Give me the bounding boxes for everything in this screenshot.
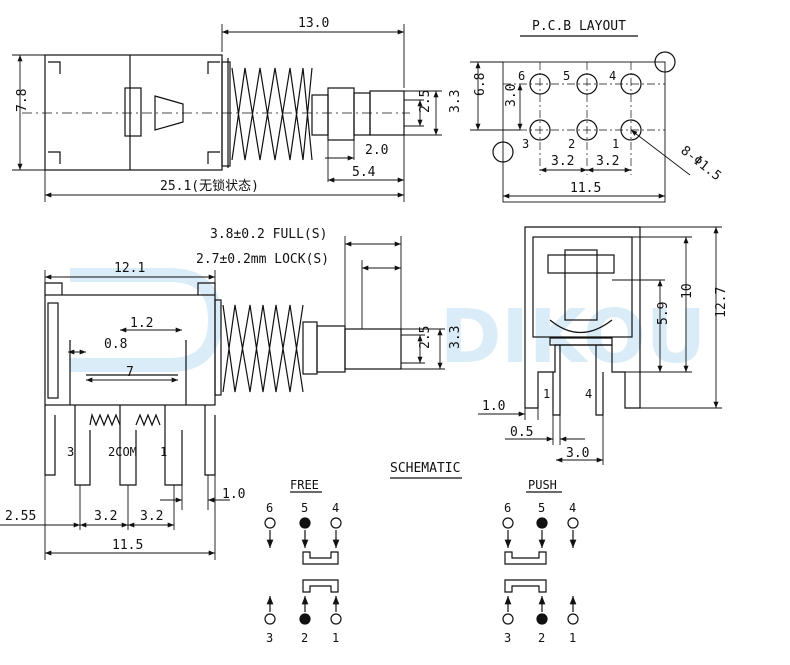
side-dim-5-9: 5.9 [656, 302, 671, 325]
free-pin-6: 6 [266, 501, 273, 515]
front-dim-b: 0.8 [104, 337, 127, 352]
top-view-switch [22, 54, 410, 171]
dim-stem-len: 5.4 [352, 165, 376, 180]
pcb-dim-pitch-left: 3.2 [551, 154, 574, 169]
front-dim-stem-inner: 2.5 [418, 326, 433, 349]
push-pin-3: 3 [504, 631, 511, 645]
front-dim-offset: 2.55 [5, 509, 36, 524]
front-dim-pitch-b: 3.2 [140, 509, 163, 524]
dim-stem-inner: 2.5 [418, 90, 433, 113]
pcb-dim-width: 11.5 [570, 181, 601, 196]
free-pin-4: 4 [332, 501, 339, 515]
dim-travel-lock: 2.7±0.2mm LOCK(S) [196, 252, 329, 267]
side-view-dimensions [478, 226, 722, 465]
schematic-title: SCHEMATIC [390, 461, 460, 476]
pcb-dim-holes: 8-Φ1.5 [678, 143, 724, 184]
push-pin-6: 6 [504, 501, 511, 515]
pcb-mount-hole [492, 141, 514, 163]
pcb-hole [576, 119, 598, 141]
side-pin-1: 1 [543, 387, 550, 401]
front-dim-c: 7 [126, 365, 134, 380]
front-pin-3: 3 [67, 445, 74, 459]
front-dim-body: 12.1 [114, 261, 145, 276]
side-dim-3-0: 3.0 [566, 446, 589, 461]
side-dim-12-7: 12.7 [714, 287, 729, 318]
front-view-switch [44, 282, 402, 486]
push-pin-4: 4 [569, 501, 576, 515]
pcb-mount-hole [654, 51, 676, 73]
schematic-title-underline [290, 477, 562, 493]
push-pin-2: 2 [538, 631, 545, 645]
dim-height: 7.8 [15, 89, 30, 112]
top-view-dimensions [12, 24, 442, 202]
pcb-dim-row-height: 6.8 [473, 73, 488, 96]
schematic-free [264, 517, 342, 625]
side-pin-4: 4 [585, 387, 592, 401]
front-view-dimensions [0, 236, 445, 560]
side-dim-10: 10 [680, 283, 695, 299]
pcb-layout-title: P.C.B LAYOUT [532, 19, 626, 34]
free-pin-1: 1 [332, 631, 339, 645]
front-dim-width: 11.5 [112, 538, 143, 553]
schematic-push [502, 517, 579, 625]
side-dim-0-5: 0.5 [510, 425, 533, 440]
pcb-hole [529, 73, 551, 95]
dim-travel-full: 3.8±0.2 FULL(S) [210, 227, 327, 242]
pcb-pin-4: 4 [609, 69, 616, 83]
pcb-hole [576, 73, 598, 95]
pcb-hole [620, 73, 642, 95]
free-pin-3: 3 [266, 631, 273, 645]
dim-stem-outer: 3.3 [448, 90, 463, 113]
pcb-pin-1: 1 [612, 137, 619, 151]
pcb-pin-3: 3 [522, 137, 529, 151]
front-dim-pitch-a: 3.2 [94, 509, 117, 524]
front-dim-pin-w: 1.0 [222, 487, 245, 502]
front-dim-stem-outer: 3.3 [448, 326, 463, 349]
pcb-hole [620, 119, 642, 141]
dim-collar: 2.0 [365, 143, 388, 158]
pcb-hole [529, 119, 551, 141]
push-pin-5: 5 [538, 501, 545, 515]
pcb-dim-pitch-right: 3.2 [596, 154, 619, 169]
free-pin-2: 2 [301, 631, 308, 645]
front-pin-com: 2COM [108, 445, 137, 459]
free-title: FREE [290, 478, 319, 492]
pcb-layout [470, 35, 691, 203]
pcb-pin-6: 6 [518, 69, 525, 83]
push-pin-1: 1 [569, 631, 576, 645]
front-pin-1: 1 [160, 445, 167, 459]
side-dim-1-0: 1.0 [482, 399, 505, 414]
dim-length: 13.0 [298, 16, 329, 31]
front-dim-a: 1.2 [130, 316, 153, 331]
pcb-pin-5: 5 [563, 69, 570, 83]
dim-total: 25.1(无锁状态) [160, 178, 259, 194]
pcb-pin-2: 2 [568, 137, 575, 151]
pcb-dim-row-gap: 3.0 [504, 84, 519, 107]
push-title: PUSH [528, 478, 557, 492]
free-pin-5: 5 [301, 501, 308, 515]
